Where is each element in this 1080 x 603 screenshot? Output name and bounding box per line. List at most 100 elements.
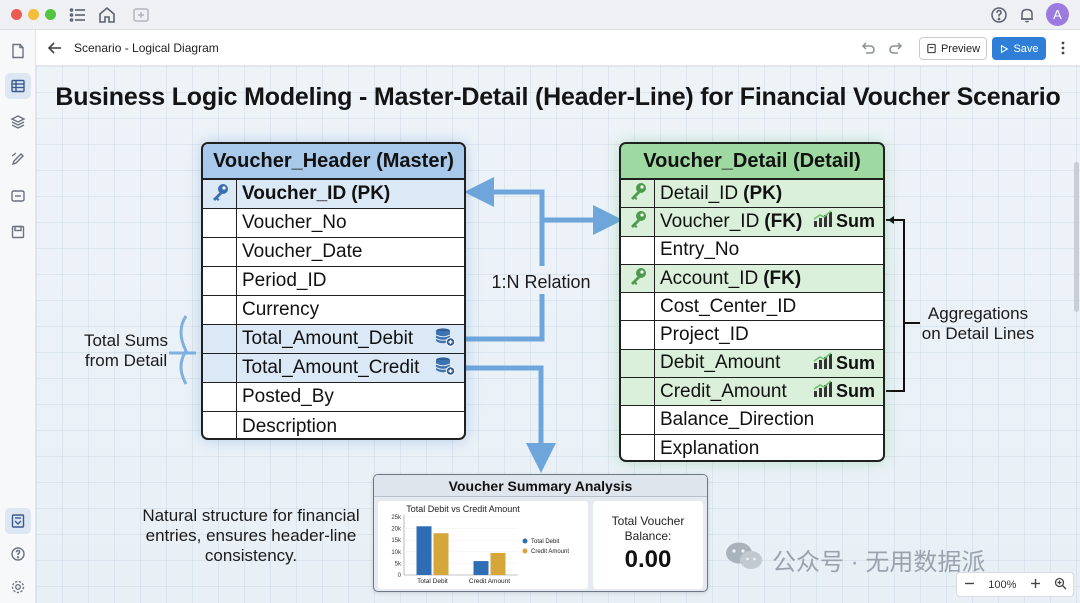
zoom-control: 100% xyxy=(956,572,1074,597)
detail-row-gutter xyxy=(621,293,655,321)
field-key-tag: (FK) xyxy=(764,210,803,232)
chart-category-label: Credit Amount xyxy=(469,578,510,585)
detail-field-row[interactable]: Explanation xyxy=(621,434,883,460)
sum-label: Sum xyxy=(835,352,875,373)
detail-field-row[interactable]: Project_ID xyxy=(621,321,883,350)
field-label: Total_Amount_Debit xyxy=(242,328,414,349)
notes-icon[interactable] xyxy=(5,508,31,534)
chart-y-tick-label: 25k xyxy=(391,515,402,521)
detail-row-gutter xyxy=(621,406,655,434)
field-key-tag: (PK) xyxy=(351,183,391,204)
summary-title: Voucher Summary Analysis xyxy=(374,475,707,497)
master-field-row[interactable]: Total_Amount_Credit xyxy=(203,354,464,383)
field-label: Debit_Amount xyxy=(660,352,781,374)
aggregations-label: Aggregations on Detail Lines xyxy=(918,304,1038,344)
balance-value: 0.00 xyxy=(624,546,672,573)
diagram-canvas[interactable]: Business Logic Modeling - Master-Detail … xyxy=(36,66,1080,603)
new-tab-icon[interactable] xyxy=(131,5,151,25)
watermark-text: 公众号 · 无用数据派 xyxy=(772,549,986,576)
preview-button[interactable]: Preview xyxy=(919,37,987,60)
window-titlebar: A xyxy=(0,0,1080,30)
field-label: Entry_No xyxy=(660,239,740,261)
zoom-fit-icon[interactable] xyxy=(1054,577,1067,593)
chart-bar xyxy=(490,552,506,575)
save-button[interactable]: Save xyxy=(992,37,1046,60)
chart-legend-label: Total Debit xyxy=(531,539,560,545)
field-label: Posted_By xyxy=(242,386,334,407)
field-label: Voucher_ID xyxy=(242,183,347,204)
wechat-logo-icon xyxy=(724,540,764,579)
sum-label: Sum xyxy=(835,381,875,402)
layers-icon[interactable] xyxy=(5,109,31,135)
master-row-gutter xyxy=(203,412,237,438)
undo-icon[interactable] xyxy=(859,39,877,57)
voucher-detail-table[interactable]: Voucher_Detail (Detail) Detail_ID(PK)Vou… xyxy=(619,142,885,462)
master-field-row[interactable]: Voucher_ID(PK) xyxy=(203,180,464,209)
detail-field-row[interactable]: Balance_Direction xyxy=(621,406,883,435)
detail-row-gutter xyxy=(621,349,655,378)
save-draft-icon[interactable] xyxy=(5,219,31,245)
maximize-window-button[interactable] xyxy=(45,9,56,20)
settings-gear-icon[interactable] xyxy=(5,574,31,600)
detail-field-row[interactable]: Account_ID(FK) xyxy=(621,264,883,294)
close-window-button[interactable] xyxy=(11,9,22,20)
file-icon[interactable] xyxy=(5,38,31,64)
zoom-out-icon[interactable] xyxy=(963,577,976,593)
detail-row-gutter xyxy=(621,321,655,349)
chart-y-tick-label: 5k xyxy=(395,561,402,567)
natural-note-line2: entries, ensures header-line xyxy=(145,526,357,545)
master-field-row[interactable]: Posted_By xyxy=(203,383,464,412)
detail-field-row[interactable]: Cost_Center_ID xyxy=(621,293,883,322)
master-row-gutter xyxy=(203,238,237,266)
master-field-name: Total_Amount_Debit xyxy=(237,325,434,353)
balance-label-line2: Balance: xyxy=(624,529,672,543)
diagram-title: Business Logic Modeling - Master-Detail … xyxy=(55,83,1061,111)
list-icon[interactable] xyxy=(68,5,88,25)
detail-field-name: Detail_ID(PK) xyxy=(655,180,883,207)
draw-icon[interactable] xyxy=(5,146,31,172)
detail-field-row[interactable]: Voucher_ID(FK) Sum xyxy=(621,208,883,237)
voucher-summary-panel[interactable]: Voucher Summary Analysis Total Debit vs … xyxy=(373,474,708,592)
total-sums-line2: from Detail xyxy=(84,351,168,370)
detail-row-gutter xyxy=(621,236,655,264)
bell-icon[interactable] xyxy=(1017,5,1037,25)
back-arrow-icon[interactable] xyxy=(46,39,64,57)
user-avatar[interactable]: A xyxy=(1046,3,1069,26)
detail-field-row[interactable]: Credit_Amount Sum xyxy=(621,378,883,407)
master-field-name: Period_ID xyxy=(237,267,464,295)
chart-y-tick-label: 20k xyxy=(391,527,402,533)
zoom-in-icon[interactable] xyxy=(1029,577,1042,593)
field-label: Total_Amount_Credit xyxy=(242,357,420,378)
master-field-row[interactable]: Currency xyxy=(203,296,464,325)
chart-legend-swatch xyxy=(522,548,528,554)
chart-bar xyxy=(416,526,432,575)
field-label: Currency xyxy=(242,299,320,320)
field-label: Credit_Amount xyxy=(660,380,787,402)
voucher-header-table[interactable]: Voucher_Header (Master) Voucher_ID(PK)Vo… xyxy=(201,142,466,440)
bar-chart-icon xyxy=(813,380,833,403)
table-icon[interactable] xyxy=(5,73,31,99)
master-field-row[interactable]: Period_ID xyxy=(203,267,464,296)
help-icon[interactable] xyxy=(989,5,1009,25)
detail-field-row[interactable]: Debit_Amount Sum xyxy=(621,349,883,379)
master-field-row[interactable]: Description xyxy=(203,412,464,438)
master-field-row[interactable]: Voucher_Date xyxy=(203,238,464,267)
panel-icon[interactable] xyxy=(5,183,31,209)
master-field-row[interactable]: Total_Amount_Debit xyxy=(203,325,464,354)
field-label: Voucher_ID xyxy=(660,210,760,232)
key-icon xyxy=(210,182,230,207)
detail-field-name: Account_ID(FK) xyxy=(655,265,883,292)
detail-field-row[interactable]: Detail_ID(PK) xyxy=(621,180,883,209)
master-field-row[interactable]: Voucher_No xyxy=(203,209,464,238)
sum-label: Sum xyxy=(835,211,875,232)
redo-icon[interactable] xyxy=(887,39,905,57)
play-icon xyxy=(1001,44,1009,53)
vertical-scrollbar[interactable] xyxy=(1074,162,1079,312)
home-icon[interactable] xyxy=(97,5,117,25)
more-options-icon[interactable] xyxy=(1054,39,1072,57)
detail-field-name: Explanation xyxy=(655,435,883,460)
help-circle-icon[interactable] xyxy=(5,541,31,567)
detail-field-row[interactable]: Entry_No xyxy=(621,236,883,265)
minimize-window-button[interactable] xyxy=(28,9,39,20)
